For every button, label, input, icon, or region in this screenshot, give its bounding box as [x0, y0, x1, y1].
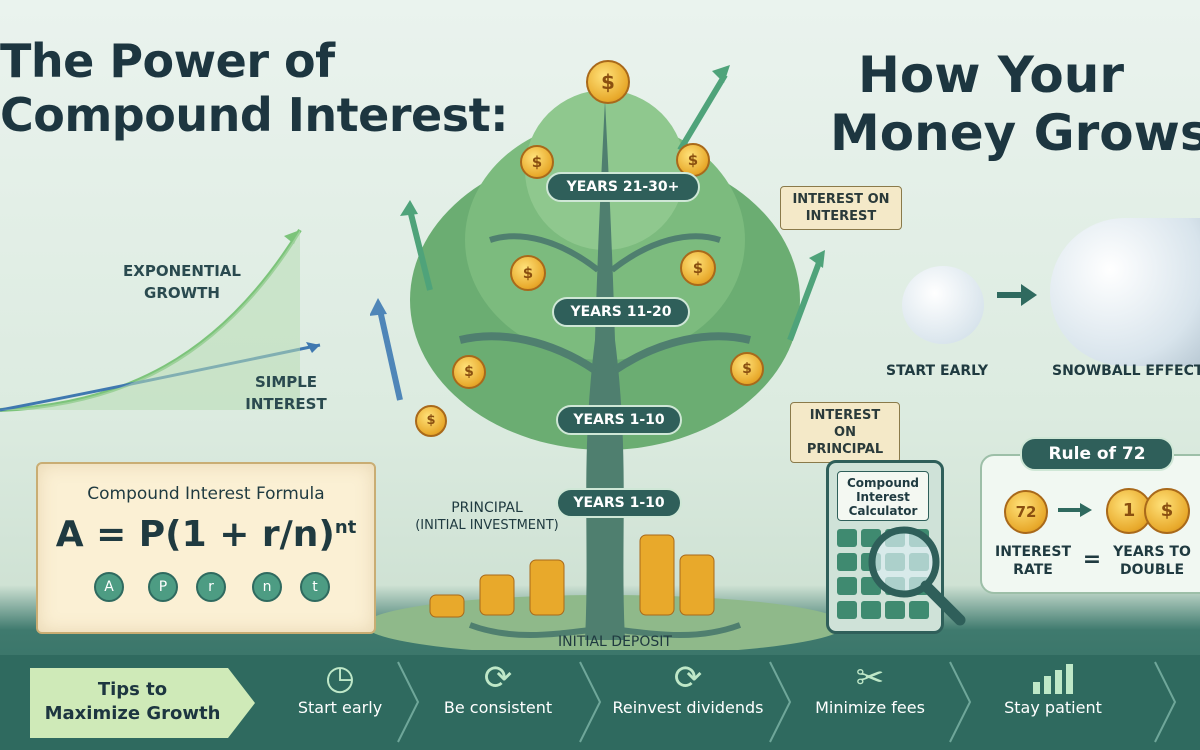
formula-scroll: Compound Interest Formula A = P(1 + r/n)… [36, 462, 376, 634]
formula-variable: P [148, 572, 178, 602]
tips-chevrons [397, 661, 1177, 743]
principal-label: PRINCIPAL (INITIAL INVESTMENT) [415, 500, 559, 533]
interest-on-principal-tag: INTEREST ON PRINCIPAL [790, 402, 900, 463]
title-right: How Your Money Grows [830, 46, 1200, 162]
arrow-right-icon [997, 284, 1037, 306]
title-left-line1: The Power of [0, 34, 335, 88]
small-snowball [902, 266, 984, 344]
coin-icon: $ [586, 60, 630, 104]
initial-deposit-label: INITIAL DEPOSIT [558, 634, 672, 650]
exponential-growth-label: EXPONENTIAL GROWTH [123, 262, 241, 302]
title-left-line2: Compound Interest: [0, 88, 508, 142]
calculator-label: Compound Interest Calculator [846, 476, 920, 518]
coin-icon: $ [520, 145, 554, 179]
refresh-icon: ⟳ [673, 658, 703, 698]
equals-sign: = [1082, 547, 1102, 572]
formula-variable: A [94, 572, 124, 602]
title-right-line2: Money Grows [830, 104, 1200, 162]
tip-stay-patient: Stay patient [978, 658, 1128, 717]
clock-icon: ◷ [325, 658, 355, 698]
rule-of-72-title: Rule of 72 [1020, 437, 1174, 471]
coin-icon: $ [680, 250, 716, 286]
refresh-icon: ⟳ [483, 658, 513, 698]
tip-be-consistent: ⟳ Be consistent [418, 658, 578, 717]
arrow-right-icon [1058, 503, 1092, 517]
coin-icon: $ [730, 352, 764, 386]
calculator-screen: Compound Interest Calculator [837, 471, 929, 521]
stage-pill: YEARS 1-10 [556, 405, 682, 435]
coin-icon: $ [415, 405, 447, 437]
formula-expression: A = P(1 + r/n)nt [55, 514, 357, 555]
money-tree-illustration [370, 65, 840, 650]
stage-pill: YEARS 21-30+ [546, 172, 700, 202]
tip-reinvest-dividends: ⟳ Reinvest dividends [598, 658, 778, 717]
tip-start-early: ◷ Start early [270, 658, 410, 717]
coin-icon: $ [452, 355, 486, 389]
formula-title: Compound Interest Formula [87, 484, 325, 504]
formula-variable: t [300, 572, 330, 602]
growth-bars-icon [1033, 664, 1073, 694]
scissors-icon: ✂ [855, 658, 885, 698]
magnifying-glass-icon [868, 526, 966, 626]
coin-icon: $ [510, 255, 546, 291]
formula-variable: n [252, 572, 282, 602]
title-left: The Power of Compound Interest: [0, 34, 508, 142]
tip-minimize-fees: ✂ Minimize fees [790, 658, 950, 717]
title-right-line1: How Your [858, 46, 1125, 104]
snowball-effect-label: SNOWBALL EFFECT [1052, 363, 1200, 379]
simple-interest-label: SIMPLE INTEREST [245, 373, 327, 413]
start-early-label: START EARLY [886, 363, 989, 379]
large-snowball [1050, 218, 1200, 366]
result-coin-dollar: $ [1144, 488, 1190, 534]
tips-heading: Tips to Maximize Growth [30, 668, 255, 738]
interest-rate-label: INTEREST RATE [994, 544, 1071, 578]
growth-curves-illustration [0, 228, 321, 412]
stage-pill: YEARS 1-10 [556, 488, 682, 518]
interest-on-interest-tag: INTEREST ON INTEREST [780, 186, 902, 230]
stage-pill: YEARS 11-20 [552, 297, 690, 327]
rate-coin: 72 [1004, 490, 1048, 534]
years-to-double-label: YEARS TO DOUBLE [1113, 544, 1191, 578]
formula-variable: r [196, 572, 226, 602]
